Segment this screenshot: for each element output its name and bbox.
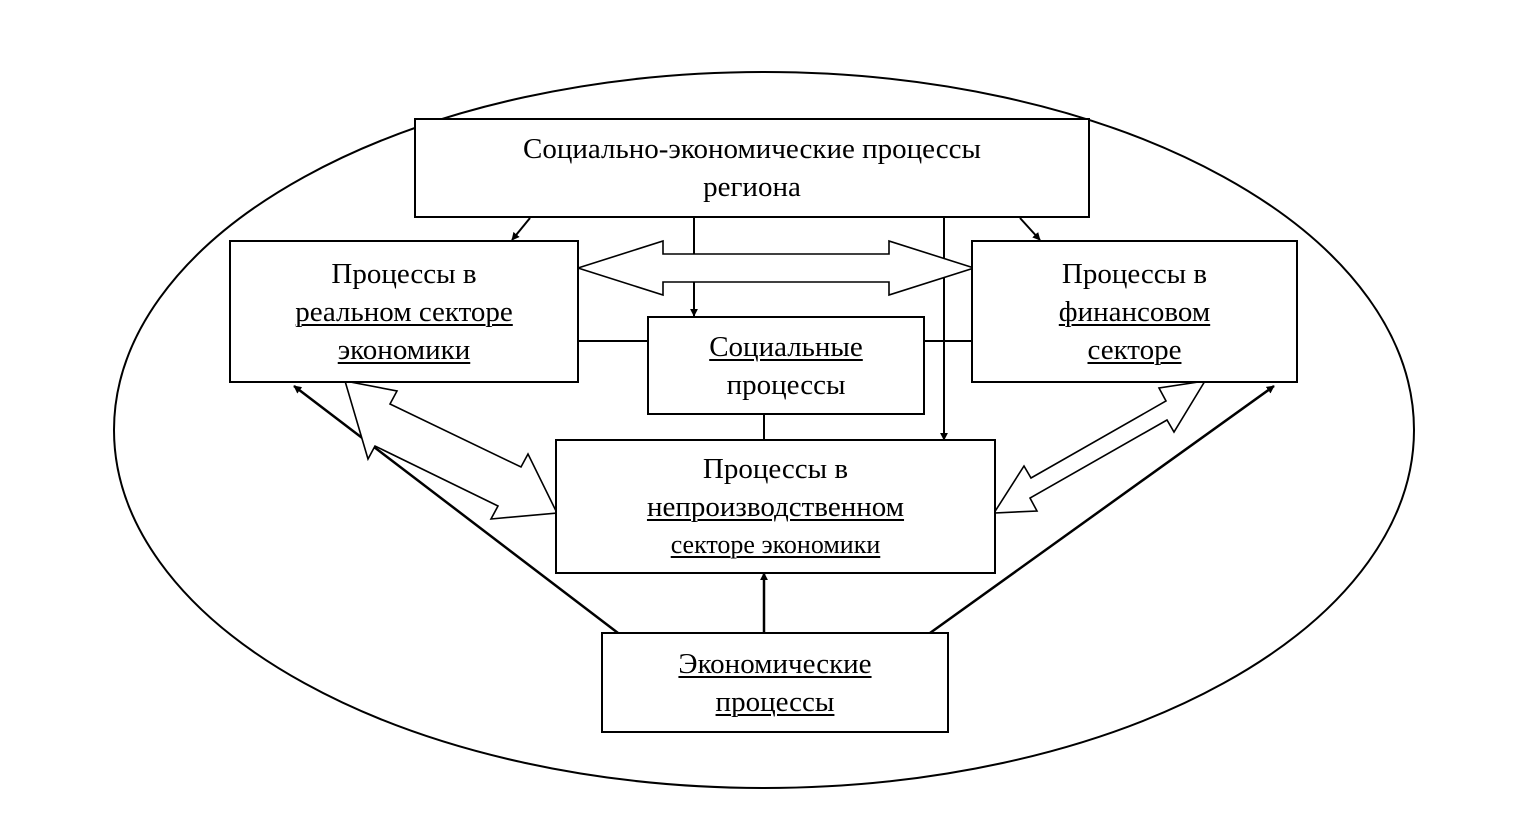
node-social-processes-line-2: процессы (726, 368, 846, 401)
node-economic-processes: Экономические процессы (601, 632, 949, 733)
arrow-top-to-real (511, 217, 531, 241)
node-regional-processes: Социально-экономические процессы региона (414, 118, 1090, 218)
node-regional-processes-line-2: региона (703, 171, 801, 203)
node-nonproduction-sector: Процессы в непроизводственном секторе эк… (555, 439, 996, 574)
node-financial-sector-line-1: Процессы в (1061, 257, 1208, 290)
node-financial-sector-line-2: финансовом (1058, 295, 1211, 328)
double-arrow-financial-nonprod (992, 379, 1207, 514)
arrow-economic-to-financial (929, 384, 1275, 635)
node-economic-processes-line-2: процессы (715, 685, 835, 718)
node-nonproduction-sector-line-2: непроизводственном (646, 490, 905, 523)
region-ellipse (113, 71, 1415, 789)
node-economic-processes-line-1: Экономические (678, 647, 872, 680)
node-social-processes: Социальные процессы (647, 316, 925, 415)
node-real-sector-line-3: экономики (337, 333, 471, 366)
node-real-sector-line-2: реальном секторе (295, 295, 513, 328)
double-arrow-real-financial (575, 239, 977, 297)
arrow-economic-to-real (293, 385, 619, 634)
arrow-top-to-financial (1019, 217, 1041, 241)
node-nonproduction-sector-line-1: Процессы в (702, 452, 849, 485)
node-financial-sector: Процессы в финансовом секторе (971, 240, 1298, 383)
node-financial-sector-line-3: секторе (1087, 333, 1182, 366)
node-nonproduction-sector-line-3: секторе экономики (670, 529, 881, 559)
node-real-sector: Процессы в реальном секторе экономики (229, 240, 579, 383)
node-regional-processes-line-1: Социально-экономические процессы (523, 133, 981, 165)
node-real-sector-line-1: Процессы в (331, 257, 477, 290)
node-social-processes-line-1: Социальные (709, 330, 863, 363)
